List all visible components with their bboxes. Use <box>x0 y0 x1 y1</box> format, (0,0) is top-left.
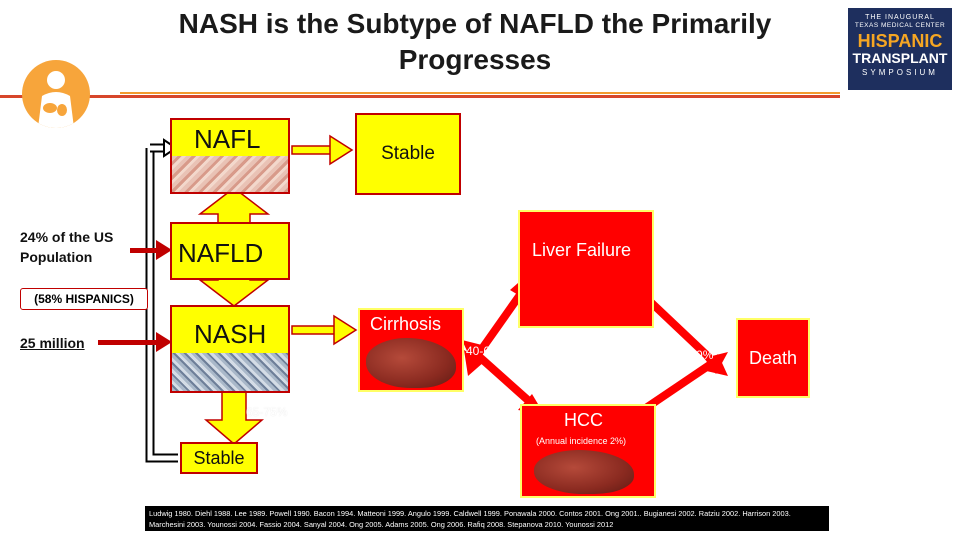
arrow-hcc-death-head <box>704 352 728 374</box>
header-rule-orange <box>120 92 840 94</box>
arrow-million-shaft <box>98 340 158 345</box>
nafl-histology-image <box>172 156 288 192</box>
brand-line-1: THE INAUGURAL <box>865 14 935 21</box>
nash-stable-percent: 65-75% <box>246 405 288 419</box>
arrow-population-shaft <box>130 248 158 253</box>
brand-line-4: TRANSPLANT <box>852 50 948 66</box>
brand-line-2: TEXAS MEDICAL CENTER <box>854 22 946 29</box>
hcc-label: HCC <box>564 410 603 430</box>
arrow-million-head <box>156 332 172 352</box>
arrow-cirrhosis-hcc-head-top <box>462 340 486 362</box>
arrow-nafl-stable-head <box>329 134 354 166</box>
liver-failure-label: Liver Failure <box>532 240 632 260</box>
loop-line-outline <box>145 148 178 463</box>
organ-logo-graphic <box>38 71 74 128</box>
cirrhosis-box: Cirrhosis <box>358 308 464 392</box>
liver-failure-box: Liver Failure <box>518 210 654 328</box>
arrow-nash-cirrhosis-shaft <box>291 325 337 335</box>
arrow-hcc-death-shaft <box>637 358 717 416</box>
population-label: 24% of the US Population <box>20 229 114 265</box>
hcc-liver-image <box>534 450 634 494</box>
organ-logo-icon <box>22 60 90 128</box>
hcc-incidence-note: (Annual incidence 2%) <box>536 436 627 446</box>
symposium-logo: THE INAUGURAL TEXAS MEDICAL CENTER HISPA… <box>848 8 952 90</box>
references-footer: Ludwig 1980. Diehl 1988. Lee 1989. Powel… <box>145 506 829 531</box>
nafld-box: NAFLD <box>170 222 290 280</box>
death-box: Death <box>736 318 810 398</box>
arrow-nash-cirrhosis-head <box>333 314 358 346</box>
arrow-cirrhosis-failure-head-bottom <box>464 350 484 376</box>
death-percent: 20-30% <box>672 348 714 362</box>
cirrhosis-liver-image <box>366 338 456 388</box>
brand-line-3: HISPANIC <box>857 31 943 51</box>
brand-line-5: SYMPOSIUM <box>862 68 938 77</box>
header-rule-red <box>0 95 840 98</box>
million-label: 25 million <box>20 335 85 351</box>
arrow-cirrhosis-hcc-shaft <box>471 349 533 405</box>
nash-label: NASH <box>194 319 267 349</box>
nafl-label: NAFL <box>194 124 261 154</box>
stable-top-box: Stable <box>355 113 461 195</box>
nafld-label: NAFLD <box>178 238 264 268</box>
stable-bottom-box: Stable <box>180 442 258 474</box>
arrow-population-head <box>156 240 172 260</box>
cirrhosis-label: Cirrhosis <box>370 314 442 334</box>
nash-box: NASH <box>170 305 290 393</box>
hcc-box: HCC (Annual incidence 2%) <box>520 404 656 498</box>
arrow-nash-stable-down <box>203 391 265 445</box>
page-title: NASH is the Subtype of NAFLD the Primari… <box>178 8 772 75</box>
cirrhosis-percent: 40-60% <box>466 344 508 358</box>
nafl-box: NAFL <box>170 118 290 194</box>
nash-histology-image <box>172 353 288 391</box>
arrow-nafl-stable-shaft <box>291 145 333 155</box>
hispanics-badge: (58% HISPANICS) <box>20 288 148 310</box>
